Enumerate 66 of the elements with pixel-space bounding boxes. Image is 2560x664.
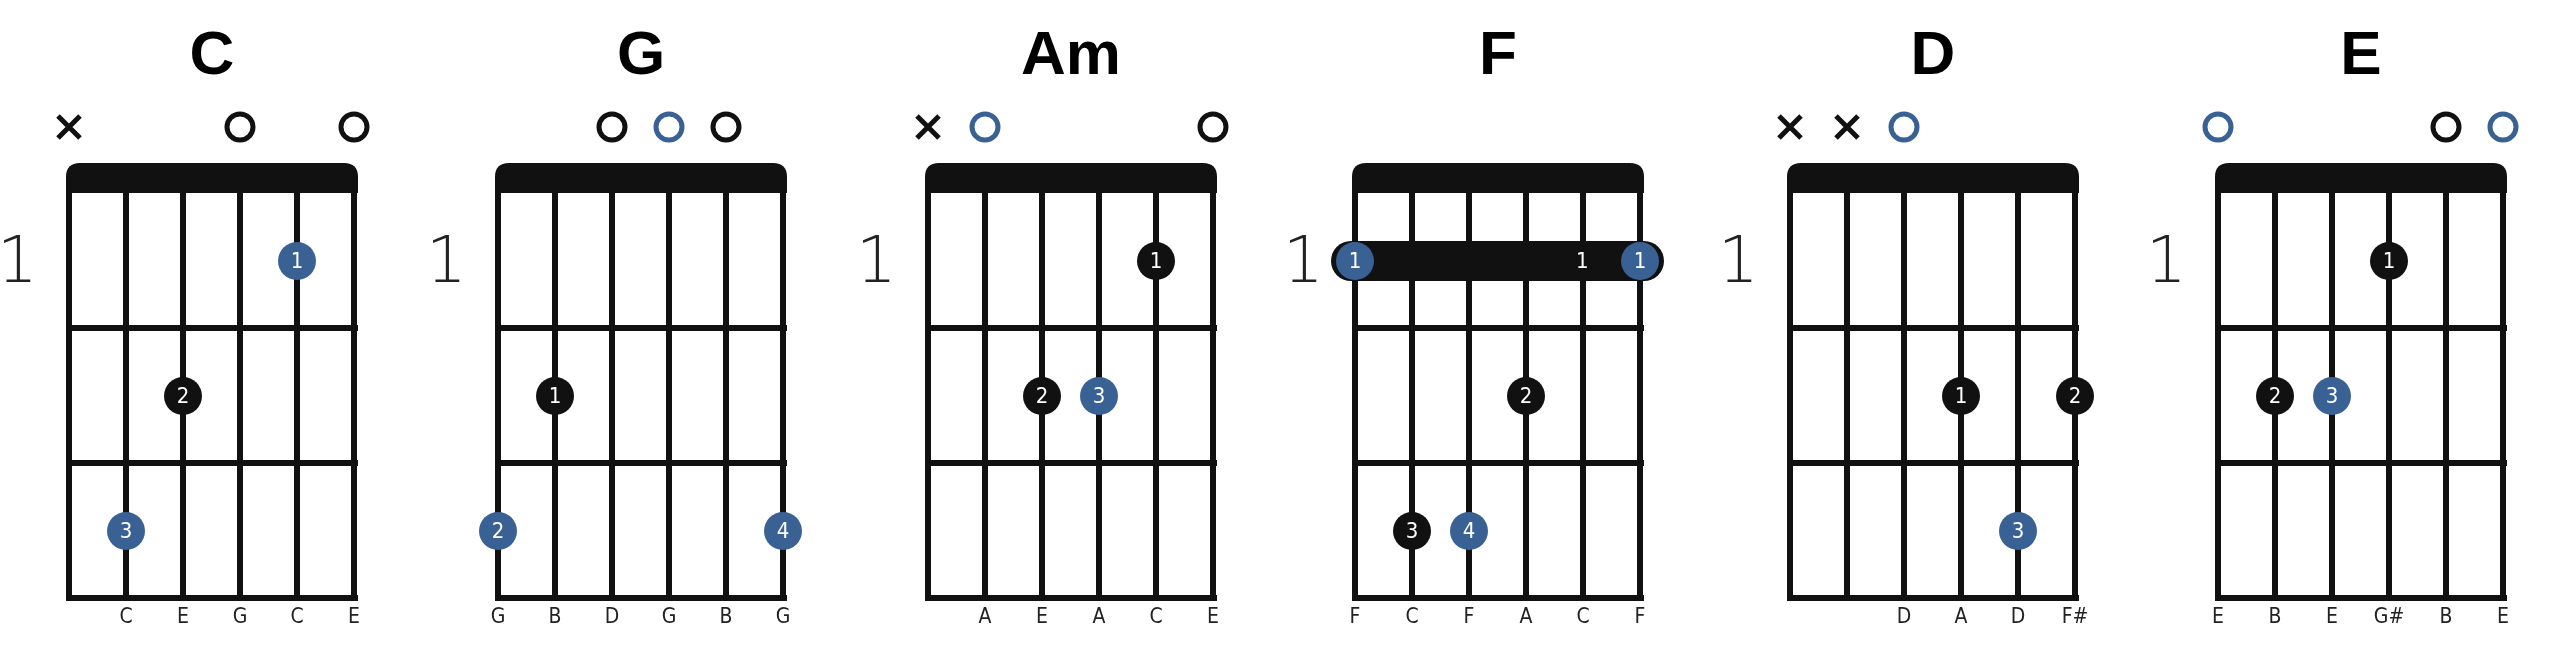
finger-dot: 1	[1621, 241, 1659, 280]
string-note: G	[231, 603, 249, 630]
string-note: D	[2009, 603, 2027, 630]
string-note: C	[1148, 603, 1164, 630]
string-note: C	[1575, 603, 1591, 630]
string-note: C	[1404, 603, 1420, 630]
finger-dot: 4	[1450, 511, 1488, 550]
finger-dot: 3	[1080, 376, 1118, 415]
finger-number: 1	[1576, 246, 1589, 275]
finger-dot: 2	[2256, 376, 2294, 415]
string-note: B	[547, 603, 563, 630]
string-note: A	[1953, 603, 1969, 630]
string-note: E	[347, 603, 361, 630]
chord-name: D	[1909, 18, 1957, 88]
fret-number: 1	[426, 222, 467, 298]
finger-dot: 2	[479, 511, 517, 550]
string-note: G	[660, 603, 678, 630]
string-note: D	[1895, 603, 1913, 630]
barre-bar	[1331, 240, 1664, 281]
finger-dot: 1	[1942, 376, 1980, 415]
string-note: A	[977, 603, 993, 630]
fret-number: 1	[1283, 222, 1324, 298]
string-note: E	[1035, 603, 1049, 630]
string-note: B	[2267, 603, 2283, 630]
string-note: G	[774, 603, 792, 630]
chord-name: E	[2339, 18, 2383, 88]
string-note: A	[1518, 603, 1534, 630]
finger-dot: 3	[1999, 511, 2037, 550]
chord-name: G	[615, 18, 667, 88]
finger-dot: 2	[1023, 376, 1061, 415]
finger-dot: 2	[164, 376, 202, 415]
string-note: C	[289, 603, 305, 630]
string-note: B	[718, 603, 734, 630]
finger-dot: 2	[1507, 376, 1545, 415]
fret-number: 1	[1718, 222, 1759, 298]
finger-dot: 1	[1137, 241, 1175, 280]
string-note: F	[1462, 603, 1476, 630]
string-note: C	[118, 603, 134, 630]
string-note: E	[2496, 603, 2510, 630]
finger-dot: 3	[1393, 511, 1431, 550]
string-note: D	[603, 603, 621, 630]
string-note: F#	[2060, 603, 2090, 630]
fret-number: 1	[0, 222, 38, 298]
chord-name: Am	[1020, 18, 1122, 88]
finger-dot: 1	[278, 241, 316, 280]
finger-dot: 4	[764, 511, 802, 550]
finger-dot: 3	[2313, 376, 2351, 415]
string-note: E	[176, 603, 190, 630]
string-note: F	[1633, 603, 1647, 630]
string-note: E	[2325, 603, 2339, 630]
finger-dot: 3	[107, 511, 145, 550]
chord-name: F	[1478, 18, 1518, 88]
string-note: F	[1348, 603, 1362, 630]
finger-dot: 2	[2056, 376, 2094, 415]
string-note: G#	[2372, 603, 2406, 630]
chord-name: C	[188, 18, 236, 88]
fret-number: 1	[856, 222, 897, 298]
string-note: A	[1091, 603, 1107, 630]
string-note: E	[2211, 603, 2225, 630]
string-note: E	[1206, 603, 1220, 630]
string-note: B	[2438, 603, 2454, 630]
finger-dot: 1	[2370, 241, 2408, 280]
finger-dot: 1	[1336, 241, 1374, 280]
finger-dot: 1	[536, 376, 574, 415]
string-note: G	[489, 603, 507, 630]
fret-number: 1	[2146, 222, 2187, 298]
